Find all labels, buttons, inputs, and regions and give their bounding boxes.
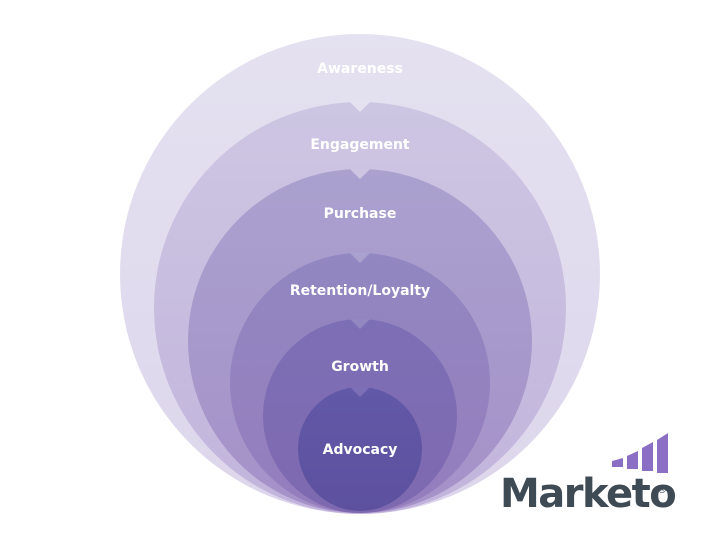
marketo-logo-text: Marketo <box>500 471 675 517</box>
stage-arrow-purchase <box>350 169 370 179</box>
stage-advocacy-circle <box>298 387 422 511</box>
stage-arrow-engagement <box>350 102 370 112</box>
stage-label-engagement: Engagement <box>310 137 410 153</box>
stage-arrow-advocacy <box>350 387 370 397</box>
stage-label-advocacy: Advocacy <box>323 442 398 458</box>
stage-label-growth: Growth <box>331 359 389 375</box>
stage-label-purchase: Purchase <box>324 206 397 222</box>
marketo-logo-registered-mark: ® <box>657 485 667 496</box>
marketo-logo-bars-icon <box>612 433 668 473</box>
stage-arrow-growth <box>350 319 370 329</box>
stage-arrow-retention <box>350 253 370 263</box>
stage-label-awareness: Awareness <box>317 61 403 77</box>
stage-label-retention-loyalty: Retention/Loyalty <box>290 283 430 299</box>
marketo-logo: Marketo ® <box>500 433 677 517</box>
